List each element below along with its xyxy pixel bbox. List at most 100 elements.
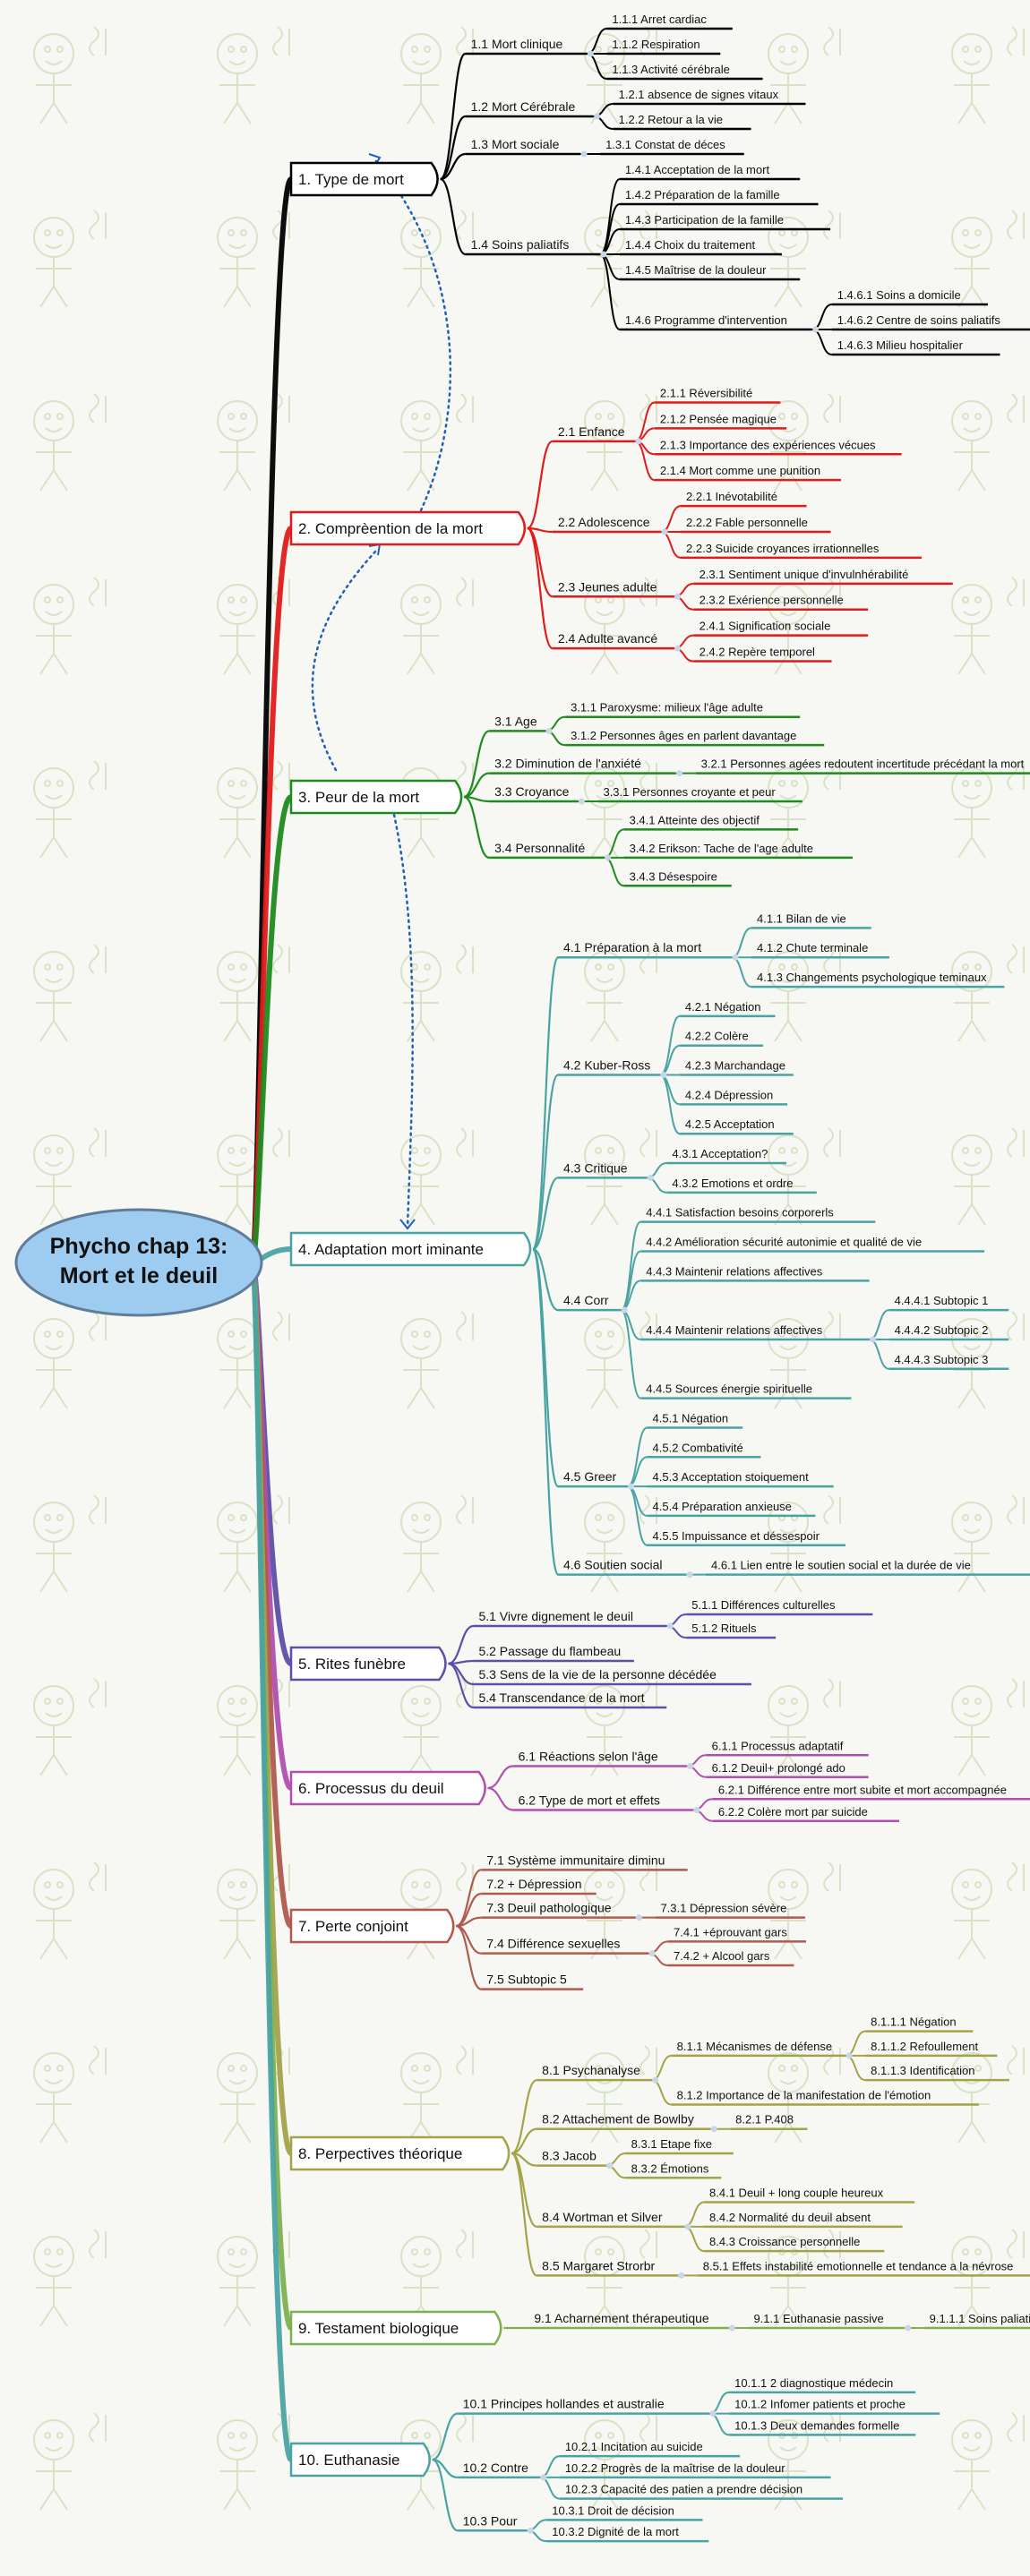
expand-dot[interactable] — [635, 438, 642, 445]
topic-4-1-1[interactable]: 4.1.1 Bilan de vie — [757, 911, 846, 925]
topic-4-4-3[interactable]: 4.4.3 Maintenir relations affectives — [646, 1264, 823, 1278]
topic-3-3[interactable]: 3.3 Croyance — [494, 784, 569, 799]
expand-dot[interactable] — [594, 113, 601, 120]
expand-dot[interactable] — [628, 1483, 635, 1490]
expand-dot[interactable] — [674, 593, 682, 600]
topic-4-4-4-1[interactable]: 4.4.4.1 Subtopic 1 — [895, 1294, 989, 1307]
topic-1-2-2[interactable]: 1.2.2 Retour a la vie — [619, 113, 723, 126]
expand-dot[interactable] — [661, 528, 668, 535]
topic-7-4[interactable]: 7.4 Différence sexuelles — [486, 1937, 620, 1951]
topic-4-5[interactable]: 4.5 Greer — [563, 1469, 616, 1484]
topic-4-2[interactable]: 4.2 Kuber-Ross — [563, 1058, 650, 1073]
expand-dot[interactable] — [686, 1571, 693, 1579]
topic-2-4-1[interactable]: 2.4.1 Signification sociale — [700, 620, 831, 633]
expand-dot[interactable] — [728, 2324, 735, 2332]
topic-9-1-1-1[interactable]: 9.1.1.1 Soins paliatifs — [930, 2312, 1030, 2325]
topic-5-1-1[interactable]: 5.1.1 Différences culturelles — [691, 1598, 836, 1612]
topic-10-3-2[interactable]: 10.3.2 Dignité de la mort — [552, 2525, 679, 2538]
topic-1-4-6-1[interactable]: 1.4.6.1 Soins a domicile — [837, 288, 961, 302]
topic-10-2[interactable]: 10.2 Contre — [463, 2460, 528, 2475]
topic-2-4[interactable]: 2.4 Adulte avancé — [558, 631, 658, 646]
topic-8-1[interactable]: 8.1 Psychanalyse — [542, 2063, 640, 2077]
expand-dot[interactable] — [540, 2474, 547, 2481]
expand-dot[interactable] — [621, 1306, 628, 1314]
expand-dot[interactable] — [587, 50, 594, 57]
topic-8-4-1[interactable]: 8.4.1 Deuil + long couple heureux — [709, 2187, 884, 2200]
expand-dot[interactable] — [635, 1914, 642, 1921]
branch-4[interactable]: 4. Adaptation mort iminante — [289, 1231, 532, 1267]
expand-dot[interactable] — [678, 2272, 685, 2279]
topic-4-3[interactable]: 4.3 Critique — [563, 1160, 628, 1175]
topic-1-4[interactable]: 1.4 Soins paliatifs — [471, 237, 570, 252]
topic-7-1[interactable]: 7.1 Système immunitaire diminu — [486, 1853, 665, 1867]
expand-dot[interactable] — [905, 2324, 912, 2332]
topic-1-4-6-2[interactable]: 1.4.6.2 Centre de soins paliatifs — [837, 313, 1001, 327]
expand-dot[interactable] — [710, 2126, 717, 2133]
topic-8-2[interactable]: 8.2 Attachement de Bowlby — [542, 2112, 694, 2127]
branch-9[interactable]: 9. Testament biologique — [289, 2310, 502, 2346]
branch-5[interactable]: 5. Rites funèbre — [289, 1646, 447, 1682]
topic-8-3[interactable]: 8.3 Jacob — [542, 2149, 597, 2163]
topic-1-1-2[interactable]: 1.1.2 Respiration — [612, 38, 700, 51]
topic-4-4-4[interactable]: 4.4.4 Maintenir relations affectives — [646, 1323, 823, 1337]
topic-1-4-1[interactable]: 1.4.1 Acceptation de la mort — [625, 163, 770, 176]
topic-7-4-2[interactable]: 7.4.2 + Alcool gars — [674, 1949, 770, 1963]
topic-8-4[interactable]: 8.4 Wortman et Silver — [542, 2210, 663, 2224]
topic-1-2-1[interactable]: 1.2.1 absence de signes vitaux — [619, 88, 779, 101]
topic-7-3[interactable]: 7.3 Deuil pathologique — [486, 1901, 612, 1915]
topic-2-3-2[interactable]: 2.3.2 Exérience personnelle — [700, 594, 844, 607]
expand-dot[interactable] — [606, 2162, 614, 2169]
topic-5-1[interactable]: 5.1 Vivre dignement le deuil — [478, 1609, 633, 1623]
topic-4-4[interactable]: 4.4 Corr — [563, 1293, 609, 1307]
branch-3[interactable]: 3. Peur de la mort — [289, 779, 463, 815]
topic-6-2[interactable]: 6.2 Type de mort et effets — [519, 1793, 660, 1808]
expand-dot[interactable] — [648, 1950, 656, 1957]
topic-4-5-5[interactable]: 4.5.5 Impuissance et déssespoir — [653, 1529, 820, 1543]
topic-4-1-3[interactable]: 4.1.3 Changements psychologique teminaux — [757, 971, 987, 984]
branch-6[interactable]: 6. Processus du deuil — [289, 1770, 486, 1806]
topic-4-5-2[interactable]: 4.5.2 Combativité — [653, 1441, 743, 1454]
topic-6-2-2[interactable]: 6.2.2 Colère mort par suicide — [718, 1805, 868, 1819]
topic-4-2-4[interactable]: 4.2.4 Dépression — [685, 1088, 773, 1101]
topic-6-1-2[interactable]: 6.1.2 Deuil+ prolongé ado — [712, 1761, 845, 1775]
topic-4-3-1[interactable]: 4.3.1 Acceptation? — [672, 1147, 768, 1160]
expand-dot[interactable] — [845, 2052, 853, 2059]
topic-4-4-4-3[interactable]: 4.4.4.3 Subtopic 3 — [895, 1353, 989, 1366]
topic-8-5-1[interactable]: 8.5.1 Effets instabilité emotionnelle et… — [703, 2259, 1014, 2272]
topic-6-2-1[interactable]: 6.2.1 Différence entre mort subite et mo… — [718, 1783, 1007, 1796]
branch-8[interactable]: 8. Perpectives théorique — [289, 2135, 511, 2171]
topic-4-5-4[interactable]: 4.5.4 Préparation anxieuse — [653, 1500, 792, 1513]
topic-5-2[interactable]: 5.2 Passage du flambeau — [478, 1644, 621, 1658]
topic-10-1-3[interactable]: 10.1.3 Deux demandes formelle — [734, 2418, 899, 2432]
expand-dot[interactable] — [545, 727, 553, 734]
topic-3-1-2[interactable]: 3.1.2 Personnes âges en parlent davantag… — [571, 729, 796, 742]
topic-2-2-1[interactable]: 2.2.1 Inévotabilité — [686, 490, 777, 503]
topic-4-1-2[interactable]: 4.1.2 Chute terminale — [757, 941, 868, 954]
expand-dot[interactable] — [652, 2076, 659, 2084]
branch-2[interactable]: 2. Comprèention de la mort — [289, 510, 527, 546]
topic-7-4-1[interactable]: 7.4.1 +éprouvant gars — [674, 1925, 787, 1938]
topic-9-1[interactable]: 9.1 Acharnement thérapeutique — [534, 2311, 709, 2325]
topic-5-4[interactable]: 5.4 Transcendance de la mort — [478, 1690, 644, 1705]
topic-5-3[interactable]: 5.3 Sens de la vie de la personne décédé… — [478, 1667, 717, 1682]
topic-2-3-1[interactable]: 2.3.1 Sentiment unique d'invulnhérabilit… — [700, 568, 909, 581]
topic-8-1-1-3[interactable]: 8.1.1.3 Identification — [871, 2064, 974, 2077]
expand-dot[interactable] — [578, 798, 585, 805]
topic-3-2[interactable]: 3.2 Diminution de l'anxiété — [494, 757, 641, 771]
topic-4-3-2[interactable]: 4.3.2 Emotions et ordre — [672, 1177, 793, 1190]
topic-4-4-1[interactable]: 4.4.1 Satisfaction besoins corporerls — [646, 1206, 834, 1220]
topic-3-1-1[interactable]: 3.1.1 Paroxysme: milieux l'âge adulte — [571, 701, 763, 715]
topic-4-6[interactable]: 4.6 Soutien social — [563, 1558, 663, 1572]
topic-8-1-1[interactable]: 8.1.1 Mécanismes de défense — [677, 2040, 832, 2053]
topic-10-2-3[interactable]: 10.2.3 Capacité des patien a prendre déc… — [565, 2483, 803, 2496]
topic-2-1-2[interactable]: 2.1.2 Pensée magique — [660, 412, 777, 425]
central-topic[interactable]: Phycho chap 13: Mort et le deuil — [14, 1208, 263, 1317]
topic-2-1-1[interactable]: 2.1.1 Réversibilité — [660, 386, 752, 399]
topic-1-4-6[interactable]: 1.4.6 Programme d'intervention — [625, 313, 787, 327]
expand-dot[interactable] — [580, 150, 588, 158]
topic-2-3[interactable]: 2.3 Jeunes adulte — [558, 579, 657, 594]
topic-1-4-6-3[interactable]: 1.4.6.3 Milieu hospitalier — [837, 338, 964, 352]
topic-4-2-3[interactable]: 4.2.3 Marchandage — [685, 1059, 785, 1073]
expand-dot[interactable] — [870, 1336, 877, 1343]
